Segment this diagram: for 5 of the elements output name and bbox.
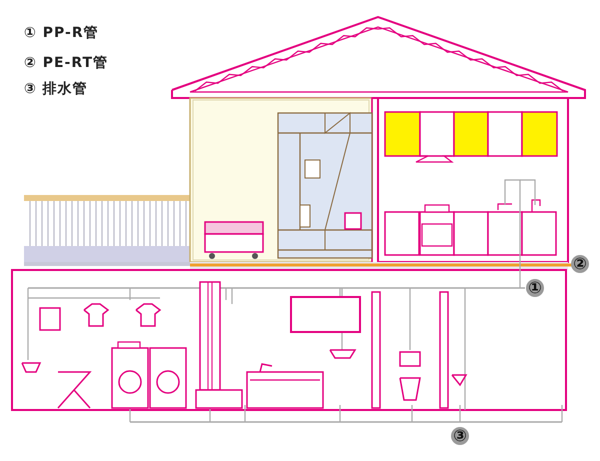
- legend-text: ① PP-R管: [24, 24, 99, 42]
- legend-text: ② PE-RT管: [24, 54, 108, 72]
- legend-text: ③ 排水管: [24, 80, 88, 98]
- callout-number: ②: [571, 255, 589, 273]
- callout-number: ③: [451, 427, 469, 445]
